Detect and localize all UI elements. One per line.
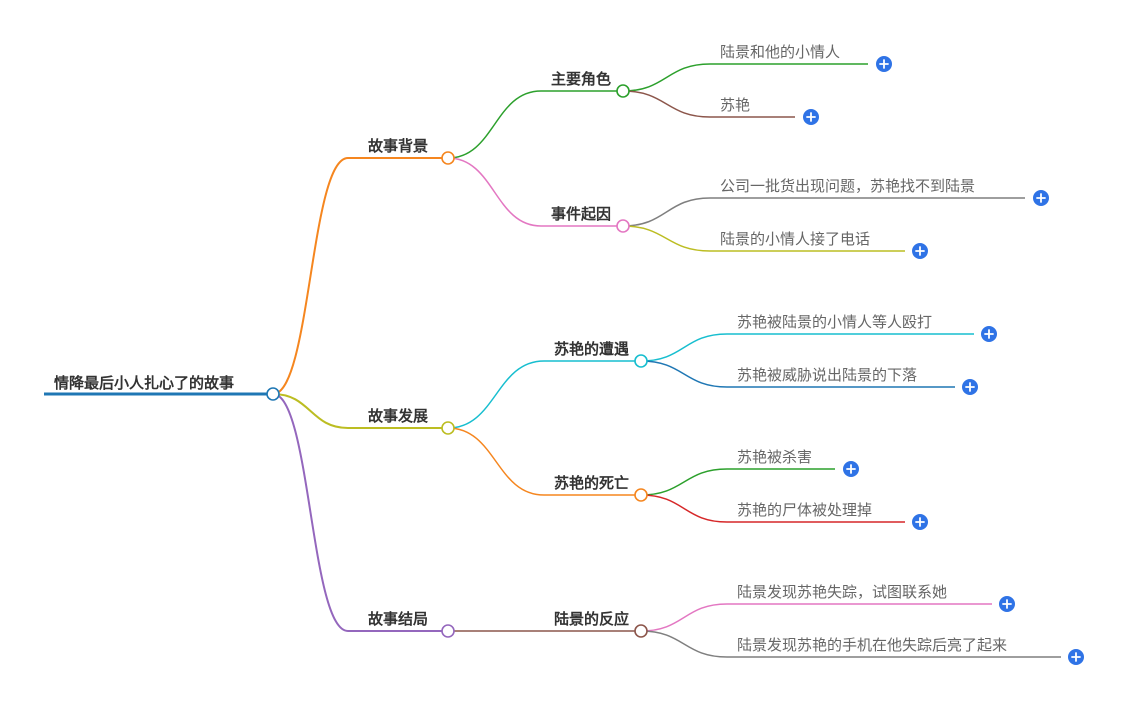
expand-button[interactable] xyxy=(1033,190,1049,206)
plus-icon xyxy=(1002,599,1012,609)
subtopic-collapse-toggle[interactable] xyxy=(634,488,648,502)
plus-icon xyxy=(965,382,975,392)
edge-branch-0-to-sub-1 xyxy=(447,157,542,227)
subtopic: 事件起因 xyxy=(551,205,611,223)
plus-icon xyxy=(915,517,925,527)
leaf-topic: 陆景和他的小情人 xyxy=(720,43,840,61)
edge-sub-to-leaf-0 xyxy=(640,603,728,632)
branch-collapse-toggle[interactable] xyxy=(441,421,455,435)
edge-root-to-branch-0 xyxy=(272,157,349,395)
subtopic-collapse-toggle[interactable] xyxy=(616,219,630,233)
branch-topic: 故事发展 xyxy=(368,407,428,425)
leaf-topic: 苏艳 xyxy=(720,96,750,114)
edges-layer xyxy=(44,63,1061,658)
branch-collapse-toggle[interactable] xyxy=(441,151,455,165)
subtopic-collapse-toggle[interactable] xyxy=(634,354,648,368)
edge-sub-to-leaf-1 xyxy=(640,494,728,523)
branch-topic: 故事背景 xyxy=(368,137,428,155)
edge-sub-to-leaf-0 xyxy=(622,63,711,92)
edge-branch-1-to-sub-1 xyxy=(447,427,545,496)
subtopic: 陆景的反应 xyxy=(554,610,629,628)
subtopic-collapse-toggle[interactable] xyxy=(616,84,630,98)
edge-branch-0-to-sub-0 xyxy=(447,90,542,159)
expand-button[interactable] xyxy=(1068,649,1084,665)
leaf-topic: 苏艳的尸体被处理掉 xyxy=(737,501,872,519)
expand-button[interactable] xyxy=(803,109,819,125)
expand-button[interactable] xyxy=(843,461,859,477)
edge-sub-to-leaf-1 xyxy=(640,360,728,388)
leaf-topic: 陆景发现苏艳的手机在他失踪后亮了起来 xyxy=(737,636,1007,654)
expand-button[interactable] xyxy=(876,56,892,72)
subtopic: 苏艳的死亡 xyxy=(554,474,629,492)
edge-sub-to-leaf-0 xyxy=(622,197,711,227)
edge-sub-to-leaf-0 xyxy=(640,333,728,362)
expand-button[interactable] xyxy=(912,514,928,530)
branch-collapse-toggle[interactable] xyxy=(441,624,455,638)
edge-root-to-branch-2 xyxy=(272,393,349,632)
edge-root-to-branch-1 xyxy=(272,393,349,429)
plus-icon xyxy=(984,329,994,339)
expand-button[interactable] xyxy=(962,379,978,395)
leaf-topic: 陆景发现苏艳失踪，试图联系她 xyxy=(737,583,947,601)
expand-button[interactable] xyxy=(981,326,997,342)
root-collapse-toggle[interactable] xyxy=(266,387,280,401)
leaf-topic: 苏艳被陆景的小情人等人殴打 xyxy=(737,313,932,331)
root-topic: 情降最后小人扎心了的故事 xyxy=(54,374,234,392)
plus-icon xyxy=(806,112,816,122)
plus-icon xyxy=(915,246,925,256)
subtopic-collapse-toggle[interactable] xyxy=(634,624,648,638)
subtopic: 主要角色 xyxy=(551,70,611,88)
leaf-topic: 陆景的小情人接了电话 xyxy=(720,230,870,248)
expand-button[interactable] xyxy=(999,596,1015,612)
leaf-topic: 苏艳被威胁说出陆景的下落 xyxy=(737,366,917,384)
plus-icon xyxy=(879,59,889,69)
edge-sub-to-leaf-0 xyxy=(640,468,728,496)
branch-topic: 故事结局 xyxy=(368,610,428,628)
edge-branch-1-to-sub-0 xyxy=(447,360,545,429)
plus-icon xyxy=(1071,652,1081,662)
edge-sub-to-leaf-1 xyxy=(622,90,711,118)
expand-button[interactable] xyxy=(912,243,928,259)
edge-sub-to-leaf-1 xyxy=(640,630,728,658)
leaf-topic: 苏艳被杀害 xyxy=(737,448,812,466)
edge-sub-to-leaf-1 xyxy=(622,225,711,252)
leaf-topic: 公司一批货出现问题，苏艳找不到陆景 xyxy=(720,177,975,195)
plus-icon xyxy=(846,464,856,474)
plus-icon xyxy=(1036,193,1046,203)
subtopic: 苏艳的遭遇 xyxy=(554,340,629,358)
